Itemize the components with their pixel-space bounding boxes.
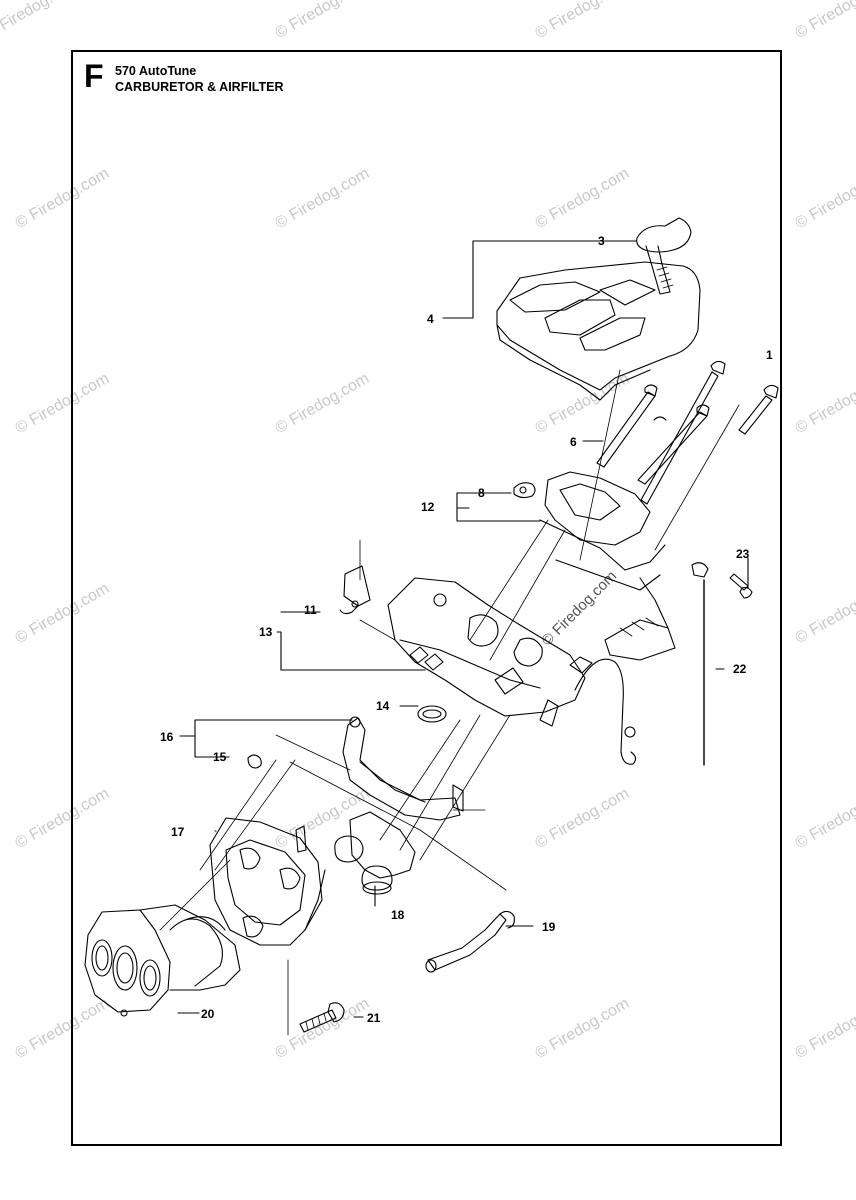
callout-19: 19 [542,920,556,934]
section-letter: F [84,58,104,94]
callout-8: 8 [478,486,485,500]
callout-23: 23 [736,547,750,561]
callout-15: 15 [213,750,227,764]
model-name: 570 AutoTune [115,64,197,78]
diagram-frame [71,50,782,1146]
callout-6: 6 [570,435,577,449]
callout-4: 4 [427,312,434,326]
callout-3: 3 [598,234,605,248]
callout-21: 21 [367,1011,381,1025]
leader-line-13 [276,631,426,671]
callout-20: 20 [201,1007,215,1021]
page-title: CARBURETOR & AIRFILTER [115,80,284,94]
leader-line-3-4 [442,240,596,319]
leader-line-12 [456,492,541,522]
leader-line-16 [194,735,230,758]
callout-22: 22 [733,662,747,676]
callout-17: 17 [171,825,185,839]
callout-13: 13 [259,625,273,639]
callout-12: 12 [421,500,435,514]
callout-1: 1 [766,348,773,362]
callout-18: 18 [391,908,405,922]
callout-11: 11 [304,603,317,617]
callout-16: 16 [160,730,174,744]
callout-14: 14 [376,699,390,713]
